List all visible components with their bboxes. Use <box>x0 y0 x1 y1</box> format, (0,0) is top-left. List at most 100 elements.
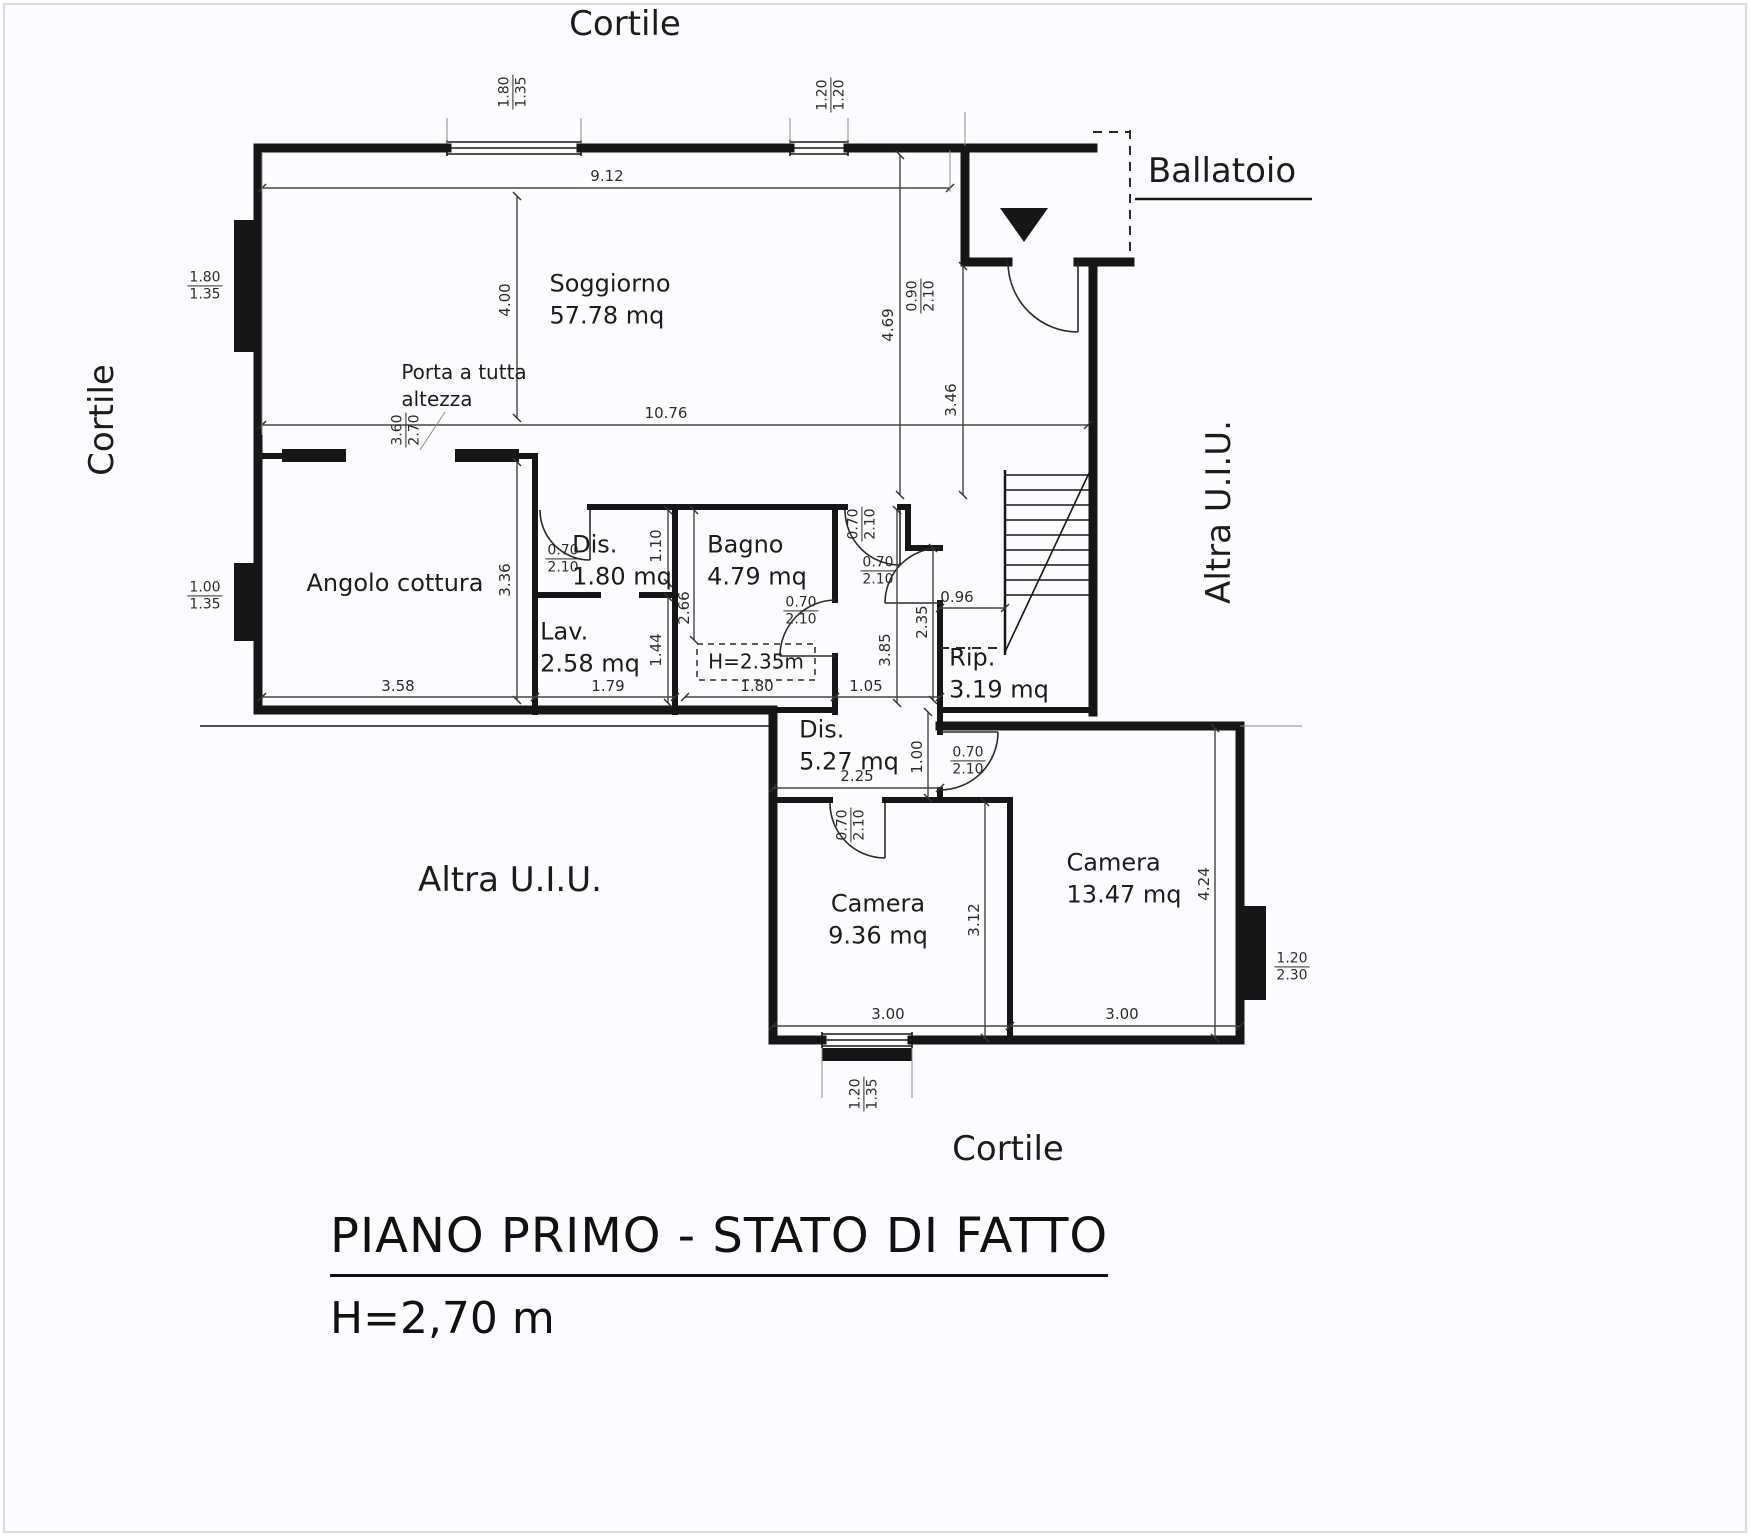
fraction-bottom: 2.10 <box>851 809 868 841</box>
area-label-cortile: Cortile <box>569 4 681 45</box>
dimension-lines <box>257 150 1245 1043</box>
room-label-line: Lav. <box>540 617 589 646</box>
dimension-label: 1.80 <box>740 676 774 695</box>
dimension-label: 3.00 <box>871 1004 905 1023</box>
fraction-bottom: 1.35 <box>189 596 221 613</box>
full-height-door-jamb-right <box>455 449 519 462</box>
room-label-line: Angolo cottura <box>306 568 484 597</box>
room-label-line: 1.80 mq <box>572 563 672 591</box>
fraction-bottom: 2.10 <box>921 280 938 312</box>
room-label-rip: Rip. 3.19 mq <box>949 642 1049 707</box>
fraction-top: 0.90 <box>904 278 922 314</box>
left-window-upper <box>234 220 258 352</box>
solid-features <box>234 208 1266 1061</box>
dimension-label: 0.96 <box>940 587 974 606</box>
fraction-bottom: 2.10 <box>547 559 579 576</box>
entry-door <box>1007 261 1079 333</box>
dimension-label: 3.36 <box>495 563 514 597</box>
fraction-bottom: 2.10 <box>785 611 817 628</box>
fraction-bottom: 1.35 <box>864 1078 881 1110</box>
dimension-label: 2.66 <box>674 591 693 625</box>
room-label-soggiorno: Soggiorno 57.78 mq <box>549 268 670 333</box>
extension-lines <box>261 112 1302 1098</box>
fraction-bottom: 2.10 <box>862 508 879 540</box>
low-height-box <box>696 643 816 681</box>
room-label-line: 57.78 mq <box>549 302 665 330</box>
room-label-line: 13.47 mq <box>1066 881 1182 909</box>
plan-title: PIANO PRIMO - STATO DI FATTO <box>330 1208 1109 1277</box>
fraction-bottom: 1.35 <box>513 76 530 108</box>
dimension-label: 1.05 <box>849 676 883 695</box>
fraction-top: 0.70 <box>834 807 852 843</box>
fraction-bottom: 2.10 <box>952 761 984 778</box>
stairs-cut-line <box>1004 472 1090 653</box>
room-label-line: Bagno <box>707 530 784 559</box>
room-label-dis-2: Dis. 5.27 mq <box>799 714 899 779</box>
fraction-top: 3.60 <box>389 412 407 448</box>
plan-height-note: H=2,70 m <box>330 1293 555 1344</box>
dimension-label: 3.46 <box>941 383 960 417</box>
camera13-door <box>939 731 999 791</box>
dimension-label: 1.44 <box>646 633 665 667</box>
fraction-top: 1.80 <box>187 269 223 287</box>
fraction-bottom: 2.10 <box>862 571 894 588</box>
room-label-line: H=2.35m <box>708 649 804 674</box>
fraction-top: 0.70 <box>860 554 896 572</box>
area-label-altra-u-i-u-: Altra U.I.U. <box>418 860 602 901</box>
ballatoio-outline <box>1093 130 1131 253</box>
dimension-label: 3.58 <box>381 676 415 695</box>
dimension-label: 1.00 <box>907 740 926 774</box>
dimension-label: 9.12 <box>590 166 624 185</box>
dimension-label: 3.00 <box>1105 1004 1139 1023</box>
fraction-top: 1.80 <box>496 74 514 110</box>
room-label-line: 3.19 mq <box>949 676 1049 704</box>
fraction-top: 1.20 <box>847 1076 865 1112</box>
room-label-angolo-cottura: Angolo cottura <box>306 567 483 599</box>
title-block: PIANO PRIMO - STATO DI FATTO H=2,70 m <box>330 1208 1109 1344</box>
fraction-bottom: 1.20 <box>831 79 848 111</box>
fraction-top: 0.70 <box>845 506 863 542</box>
fraction-top: 1.00 <box>187 579 223 597</box>
dimension-label: 1.10 <box>646 529 665 563</box>
room-label-line: 5.27 mq <box>799 748 899 776</box>
room-label-dis-1: Dis. 1.80 mq <box>572 529 672 594</box>
room-label-line: Rip. <box>949 643 996 672</box>
fraction-bottom: 2.30 <box>1276 967 1308 984</box>
full-height-door-jamb-left <box>282 449 346 462</box>
fraction-bottom: 1.35 <box>189 286 221 303</box>
dimension-label: 3.85 <box>875 633 894 667</box>
bagno-door <box>779 599 836 657</box>
room-label-line: Dis. <box>799 715 845 744</box>
fraction-bottom: 2.70 <box>406 414 423 446</box>
room-label-line: 9.36 mq <box>828 922 928 950</box>
dashed-lines <box>940 130 1131 649</box>
left-window-lower <box>234 563 258 641</box>
fraction-top: 1.20 <box>814 77 832 113</box>
area-label-ballatoio: Ballatoio <box>1147 151 1297 192</box>
dis1-door <box>539 509 591 561</box>
room-label-line: Dis. <box>572 530 618 559</box>
entrance-arrow-icon <box>1000 208 1048 242</box>
fraction-top: 1.20 <box>1274 950 1310 968</box>
room-label-line: Soggiorno <box>549 269 671 298</box>
